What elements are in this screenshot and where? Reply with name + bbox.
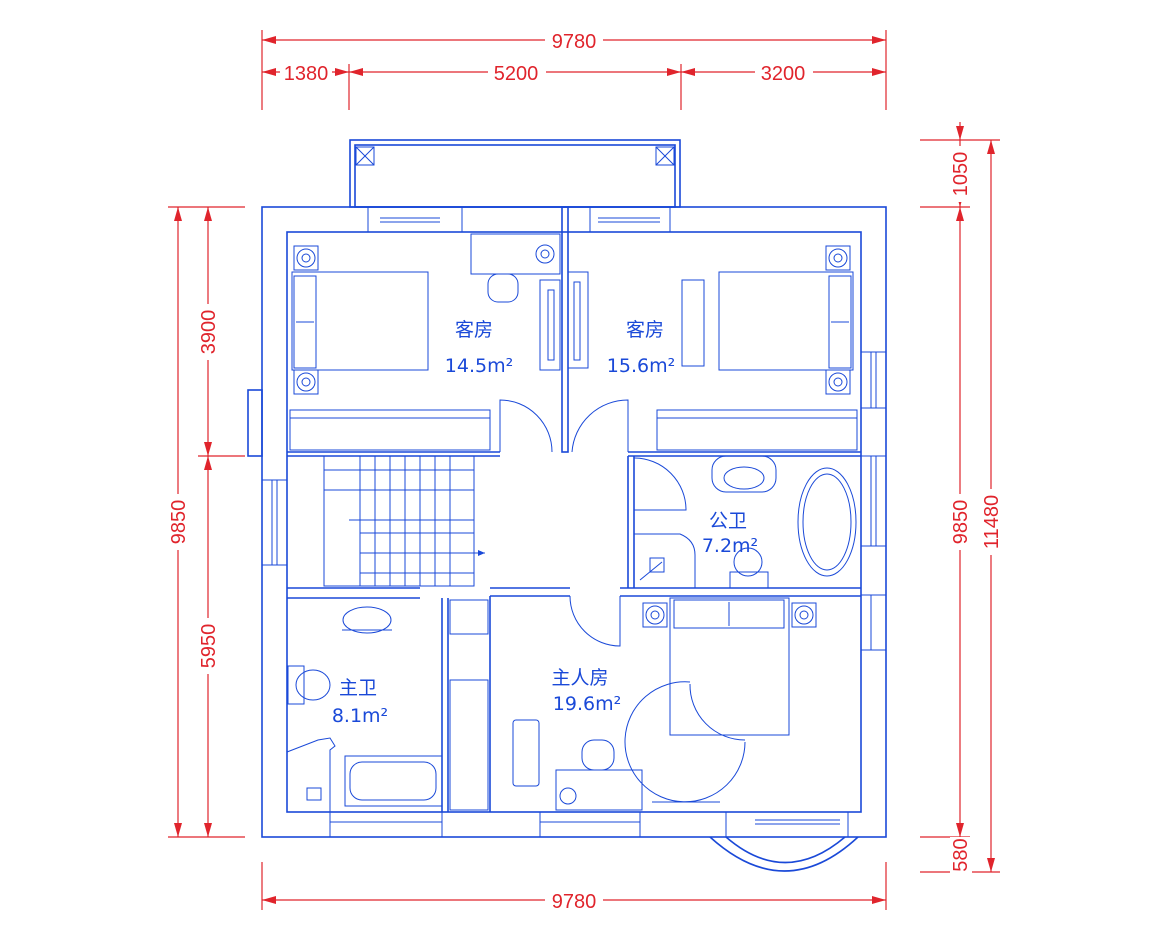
dim-top-middle: 5200 (494, 63, 539, 85)
room-labels: 客房 14.5m² 客房 15.6m² 公卫 7.2m² 主卫 8.1m² 主人… (332, 319, 758, 727)
guest-room-1-area: 14.5m² (445, 355, 513, 377)
dim-top-left: 1380 (284, 63, 329, 85)
dim-left-upper: 3900 (198, 310, 220, 355)
guest-room-1-furniture (289, 233, 561, 451)
dimension-labels: 9780 1380 5200 3200 9780 9850 3900 5950 … (168, 28, 1003, 913)
dim-left-total: 9850 (168, 500, 190, 545)
dim-right-bottom: 580 (950, 838, 972, 871)
dim-right-middle: 9850 (950, 500, 972, 545)
public-bath-area: 7.2m² (702, 535, 758, 557)
public-bath-fixtures (639, 455, 857, 589)
master-bedroom-area: 19.6m² (553, 693, 621, 715)
dim-top-right: 3200 (761, 63, 806, 85)
master-bath-area: 8.1m² (332, 705, 388, 727)
guest-room-2-furniture (567, 245, 858, 451)
dim-right-total: 11480 (981, 495, 1003, 549)
master-bath-fixtures (287, 606, 443, 807)
master-bedroom-name: 主人房 (551, 667, 608, 689)
dim-right-balcony: 1050 (950, 152, 972, 197)
guest-room-2-name: 客房 (626, 319, 664, 341)
public-bath-name: 公卫 (709, 510, 747, 532)
dimension-lines (168, 30, 1000, 910)
guest-room-2-area: 15.6m² (607, 355, 675, 377)
dim-left-lower: 5950 (198, 624, 220, 669)
master-bedroom-furniture (512, 597, 817, 811)
walls (247, 139, 887, 872)
master-bath-name: 主卫 (339, 677, 377, 699)
dim-top-total: 9780 (552, 31, 597, 53)
guest-room-1-name: 客房 (455, 319, 493, 341)
dim-bottom-total: 9780 (552, 891, 597, 913)
